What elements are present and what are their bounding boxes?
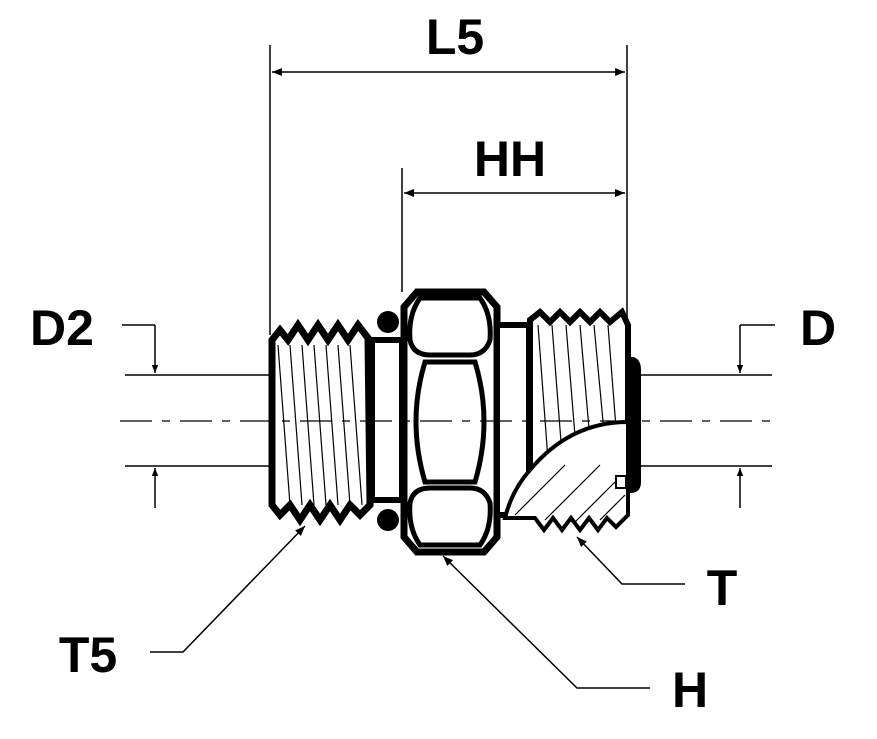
label-t5: T5: [59, 627, 117, 683]
callout-h: [442, 555, 650, 689]
label-t: T: [707, 560, 738, 616]
callout-t: [576, 536, 685, 585]
label-l5: L5: [426, 9, 484, 65]
label-hh: HH: [474, 131, 546, 187]
hex-body: [400, 288, 501, 556]
o-ring-top: [377, 311, 399, 333]
callout-t5: [150, 525, 306, 653]
o-ring-bottom: [377, 509, 399, 531]
right-thread-stud: [494, 307, 641, 534]
label-h: H: [672, 662, 708, 718]
label-d2: D2: [30, 300, 94, 356]
dimension-d: [637, 324, 775, 508]
dimension-hh: HH: [401, 131, 625, 292]
dimension-l5: L5: [269, 9, 628, 335]
dimension-d2: [122, 324, 270, 508]
label-d: D: [800, 300, 836, 356]
left-thread-stud: [268, 318, 405, 527]
